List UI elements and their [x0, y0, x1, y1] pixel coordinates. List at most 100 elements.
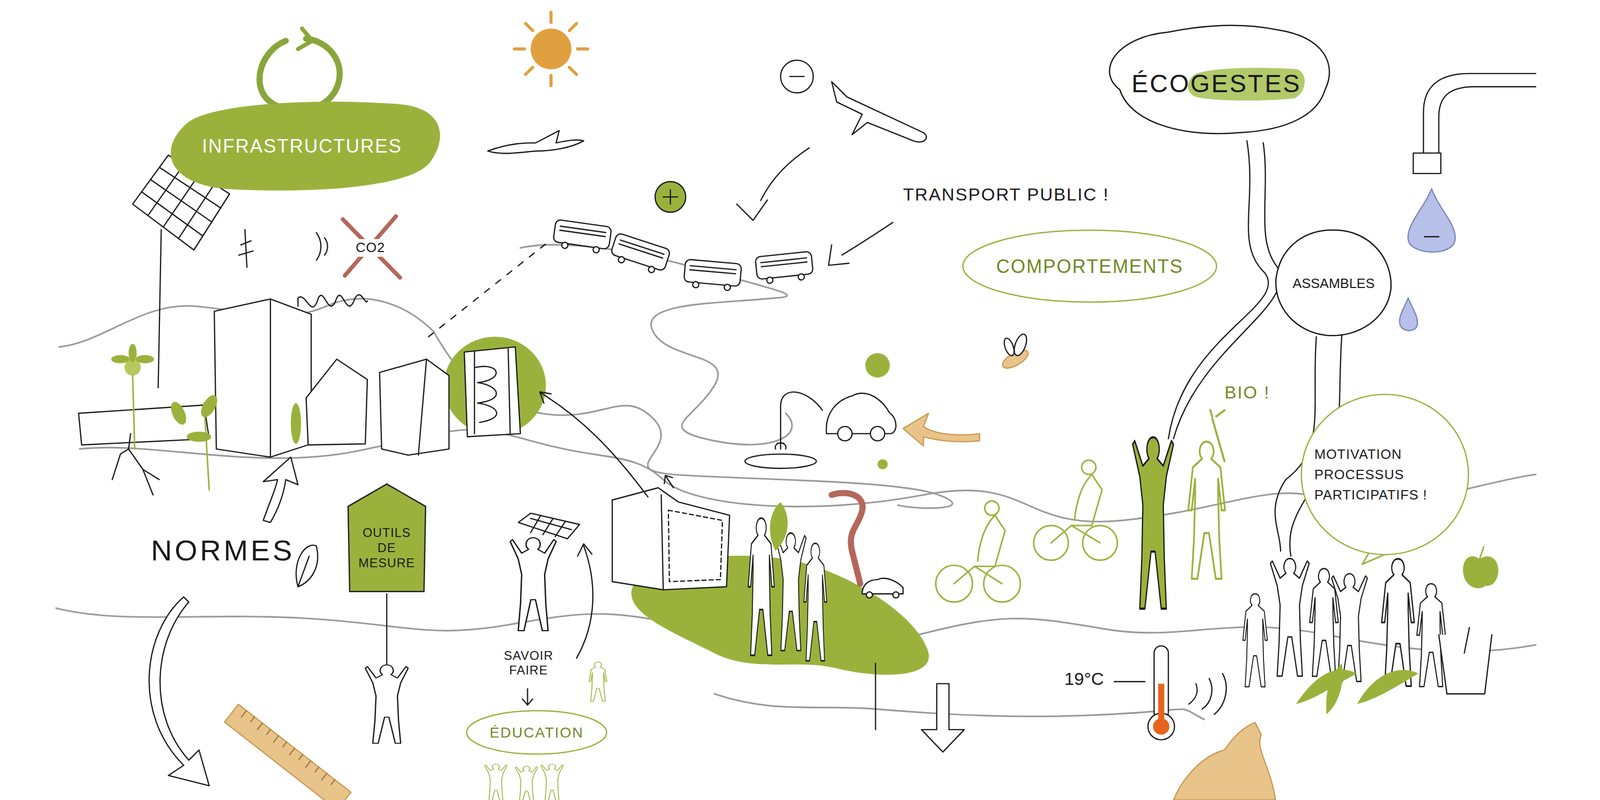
faucet	[1407, 188, 1456, 252]
plants	[135, 355, 154, 364]
thermometer	[1114, 646, 1227, 740]
glass-and-apple	[1462, 556, 1499, 589]
ruler	[224, 704, 352, 800]
node-label: ASSAMBLES	[1292, 275, 1375, 292]
train	[683, 259, 742, 292]
train	[692, 281, 700, 289]
plants	[110, 343, 301, 490]
education-people	[588, 662, 607, 702]
temperature-text: 19°C	[1064, 668, 1105, 690]
train	[689, 265, 736, 274]
faucet	[1399, 73, 1536, 331]
minus-plus-symbols	[780, 60, 814, 94]
people-group	[874, 663, 876, 730]
thermometer	[1158, 684, 1165, 727]
hand	[112, 433, 159, 496]
car-and-lamp	[837, 426, 852, 441]
orange-arrow	[902, 413, 980, 446]
up-arrow	[263, 457, 299, 523]
faucet	[1399, 298, 1418, 331]
train	[592, 246, 600, 254]
buildings	[269, 299, 271, 458]
faucet	[1413, 153, 1442, 174]
crowd	[1331, 573, 1368, 682]
buildings	[474, 349, 511, 434]
bicycles	[1081, 460, 1096, 475]
train	[552, 219, 612, 250]
caption-text: NORMES	[151, 532, 295, 568]
plants	[186, 431, 212, 443]
chimney-coil	[298, 294, 368, 307]
orange-hand	[1173, 722, 1276, 800]
outlined-ellipse: COMPORTEMENTS	[957, 227, 1222, 306]
speech-bubble: MOTIVATION PROCESSUS PARTICIPATIFS !	[1297, 387, 1472, 562]
house	[612, 487, 730, 590]
down-arrow	[921, 684, 965, 753]
plants	[167, 399, 190, 428]
ruler	[241, 710, 335, 787]
solar-panel	[141, 164, 221, 388]
crowd	[1243, 593, 1268, 688]
person-with-panel	[522, 688, 533, 705]
crossed-out-text: CO2	[353, 239, 388, 257]
bicycles	[1050, 474, 1102, 543]
train	[766, 277, 774, 284]
node-label: OUTILS DE MESURE	[354, 525, 420, 571]
train	[724, 283, 731, 291]
minus-plus-symbols	[789, 76, 804, 78]
education-people	[484, 764, 507, 800]
people-bio	[1132, 437, 1174, 610]
train	[760, 257, 807, 267]
sign-pole	[365, 593, 408, 744]
crowd	[1270, 558, 1309, 677]
leaf-symbol	[295, 545, 318, 588]
outlined-ellipse: ÉDUCATION	[463, 709, 610, 756]
train	[610, 232, 672, 272]
plants	[197, 392, 221, 420]
ruler	[224, 704, 352, 800]
caption-text: TRANSPORT PUBLIC !	[902, 183, 1110, 206]
bicycles	[935, 460, 1118, 603]
house	[668, 510, 723, 582]
orange-arrow	[902, 413, 980, 446]
minus-plus-symbols	[654, 60, 814, 213]
buildings	[78, 299, 521, 458]
landscape-lines	[433, 331, 953, 509]
train	[617, 255, 626, 264]
recycle-arrow	[259, 28, 340, 111]
small-car	[862, 578, 903, 599]
small-car	[866, 591, 873, 599]
node-outline	[1275, 229, 1392, 336]
up-arrow	[263, 457, 299, 523]
node-outline	[348, 484, 426, 592]
recycle-arrow	[298, 28, 313, 49]
speech-bubble: ASSAMBLES	[1269, 226, 1398, 342]
node-outline	[962, 230, 1217, 303]
train	[647, 265, 656, 274]
train	[428, 219, 814, 337]
car-and-lamp	[745, 392, 897, 469]
green-patches	[443, 337, 929, 676]
people-group	[770, 502, 788, 552]
train	[754, 251, 814, 285]
plane-and-bird	[487, 81, 927, 154]
arrows	[736, 147, 893, 266]
leaf-symbol	[295, 545, 318, 588]
buildings	[464, 346, 521, 437]
minus-plus-symbols	[663, 189, 678, 204]
sign-board: OUTILS DE MESURE	[346, 481, 428, 594]
education-people	[540, 764, 564, 800]
car-and-lamp	[826, 393, 897, 434]
small-car	[892, 591, 900, 599]
crossed-co2-mark	[316, 232, 328, 261]
car-and-lamp	[775, 392, 823, 450]
glass-and-apple	[1439, 547, 1499, 694]
train	[559, 226, 606, 237]
plants	[290, 403, 302, 444]
glass-and-apple	[1464, 627, 1470, 654]
house	[661, 494, 664, 590]
car-and-lamp	[745, 454, 817, 469]
car-and-lamp	[870, 426, 885, 441]
sun	[514, 12, 588, 86]
